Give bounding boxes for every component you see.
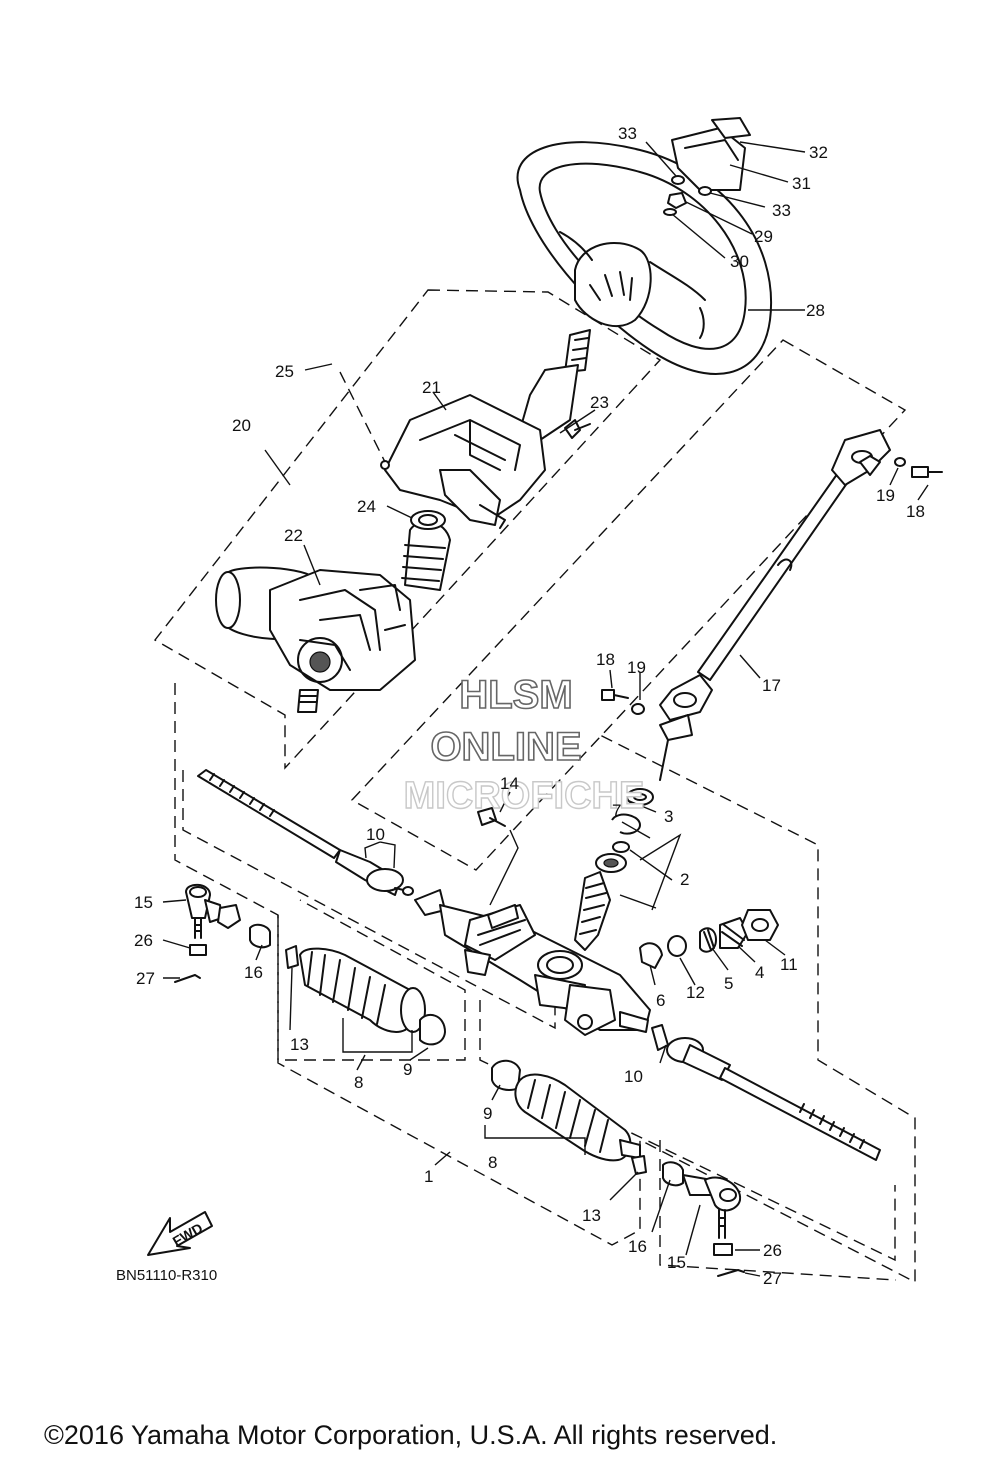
rack-housing <box>439 904 651 1036</box>
callout-24: 24 <box>357 497 376 516</box>
callout-15: 15 <box>134 893 153 912</box>
callout-6: 6 <box>656 991 665 1010</box>
rack-left <box>197 769 446 916</box>
callout-16: 16 <box>244 963 263 982</box>
callout-13: 13 <box>290 1035 309 1054</box>
callout-8: 8 <box>354 1073 363 1092</box>
callout-20: 20 <box>232 416 251 435</box>
watermark: HLSM ONLINE MICROFICHE <box>403 672 645 818</box>
callout-33: 33 <box>618 124 637 143</box>
callout-19: 19 <box>627 658 646 677</box>
rack-right <box>651 1024 881 1161</box>
callout-19: 19 <box>876 486 895 505</box>
callout-28: 28 <box>806 301 825 320</box>
callout-27: 27 <box>136 969 155 988</box>
watermark-line1: HLSM <box>459 673 572 717</box>
callout-22: 22 <box>284 526 303 545</box>
wheel-hub-hardware <box>663 117 751 216</box>
callout-14: 14 <box>500 774 519 793</box>
callout-4: 4 <box>755 963 764 982</box>
callout-17: 17 <box>762 676 781 695</box>
callout-21: 21 <box>422 378 441 397</box>
assembly-outlines <box>153 289 916 1284</box>
callout-labels: 32 33 31 33 29 30 28 25 21 23 20 24 22 1… <box>134 124 925 1288</box>
callout-12: 12 <box>686 983 705 1002</box>
tie-rod-end-left <box>174 883 271 983</box>
boots-right <box>491 1059 647 1175</box>
callout-11: 11 <box>780 955 798 974</box>
callout-26: 26 <box>134 931 153 950</box>
rack-guide-parts <box>639 909 779 969</box>
callout-7: 7 <box>612 801 621 820</box>
callout-10: 10 <box>366 825 385 844</box>
callout-3: 3 <box>664 807 673 826</box>
steering-column-bracket <box>380 329 591 529</box>
callout-27: 27 <box>763 1269 782 1288</box>
callout-1: 1 <box>424 1167 433 1186</box>
steering-shaft <box>601 429 943 781</box>
pinion-and-seals <box>477 788 654 951</box>
watermark-line2: ONLINE <box>430 725 581 769</box>
copyright-notice: ©2016 Yamaha Motor Corporation, U.S.A. A… <box>44 1420 777 1450</box>
watermark-line3: MICROFICHE <box>404 775 645 817</box>
leader-lines <box>162 141 929 1277</box>
callout-8: 8 <box>488 1153 497 1172</box>
callout-15: 15 <box>667 1253 686 1272</box>
callout-30: 30 <box>730 252 749 271</box>
callout-31: 31 <box>792 174 811 193</box>
callout-33: 33 <box>772 201 791 220</box>
steering-wheel <box>516 141 773 375</box>
callout-25: 25 <box>275 362 294 381</box>
callout-18: 18 <box>596 650 615 669</box>
fwd-arrow-icon: FWD <box>147 1211 213 1256</box>
tie-rod-end-right <box>662 1161 745 1277</box>
callout-23: 23 <box>590 393 609 412</box>
eps-motor-unit <box>215 510 451 713</box>
callout-29: 29 <box>754 227 773 246</box>
callout-5: 5 <box>724 974 733 993</box>
callout-18: 18 <box>906 502 925 521</box>
callout-13: 13 <box>582 1206 601 1225</box>
boots-left <box>285 945 446 1046</box>
callout-9: 9 <box>483 1104 492 1123</box>
callout-32: 32 <box>809 143 828 162</box>
callout-16: 16 <box>628 1237 647 1256</box>
callout-2: 2 <box>680 870 689 889</box>
reference-code: BN51110-R310 <box>116 1267 217 1284</box>
callout-9: 9 <box>403 1060 412 1079</box>
callout-26: 26 <box>763 1241 782 1260</box>
callout-10: 10 <box>624 1067 643 1086</box>
